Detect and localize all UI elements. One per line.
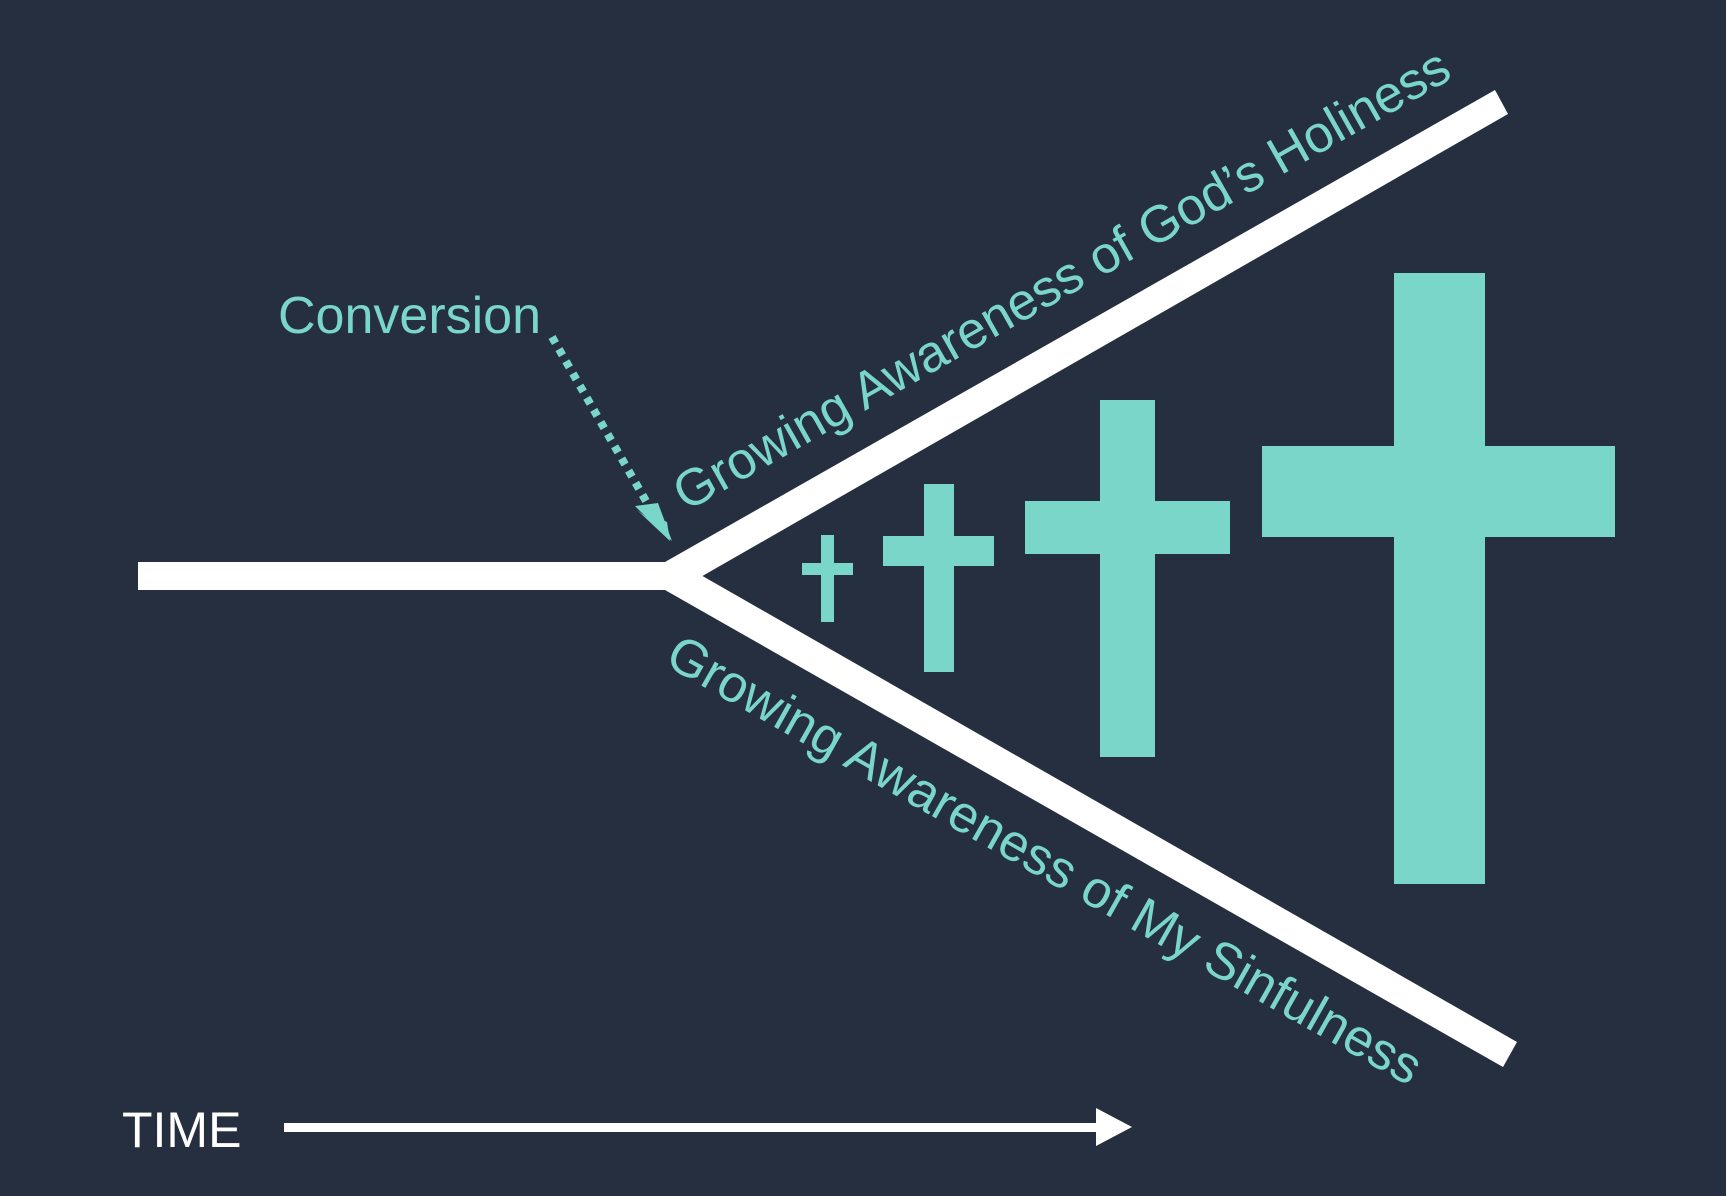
time-label: TIME [122, 1102, 241, 1158]
crosses [802, 273, 1615, 884]
cross-icon [1025, 400, 1230, 757]
dotted-arrow-icon [548, 335, 672, 542]
sinfulness-line [665, 562, 1517, 1067]
holiness-line [665, 90, 1508, 590]
time-arrow-icon [284, 1108, 1132, 1146]
cross-icon [1262, 273, 1615, 884]
pre-conversion-line [138, 562, 678, 590]
conversion-label: Conversion [278, 287, 541, 345]
timeline-lines [138, 90, 1517, 1067]
cross-icon [802, 535, 853, 622]
cross-icon [883, 484, 994, 672]
